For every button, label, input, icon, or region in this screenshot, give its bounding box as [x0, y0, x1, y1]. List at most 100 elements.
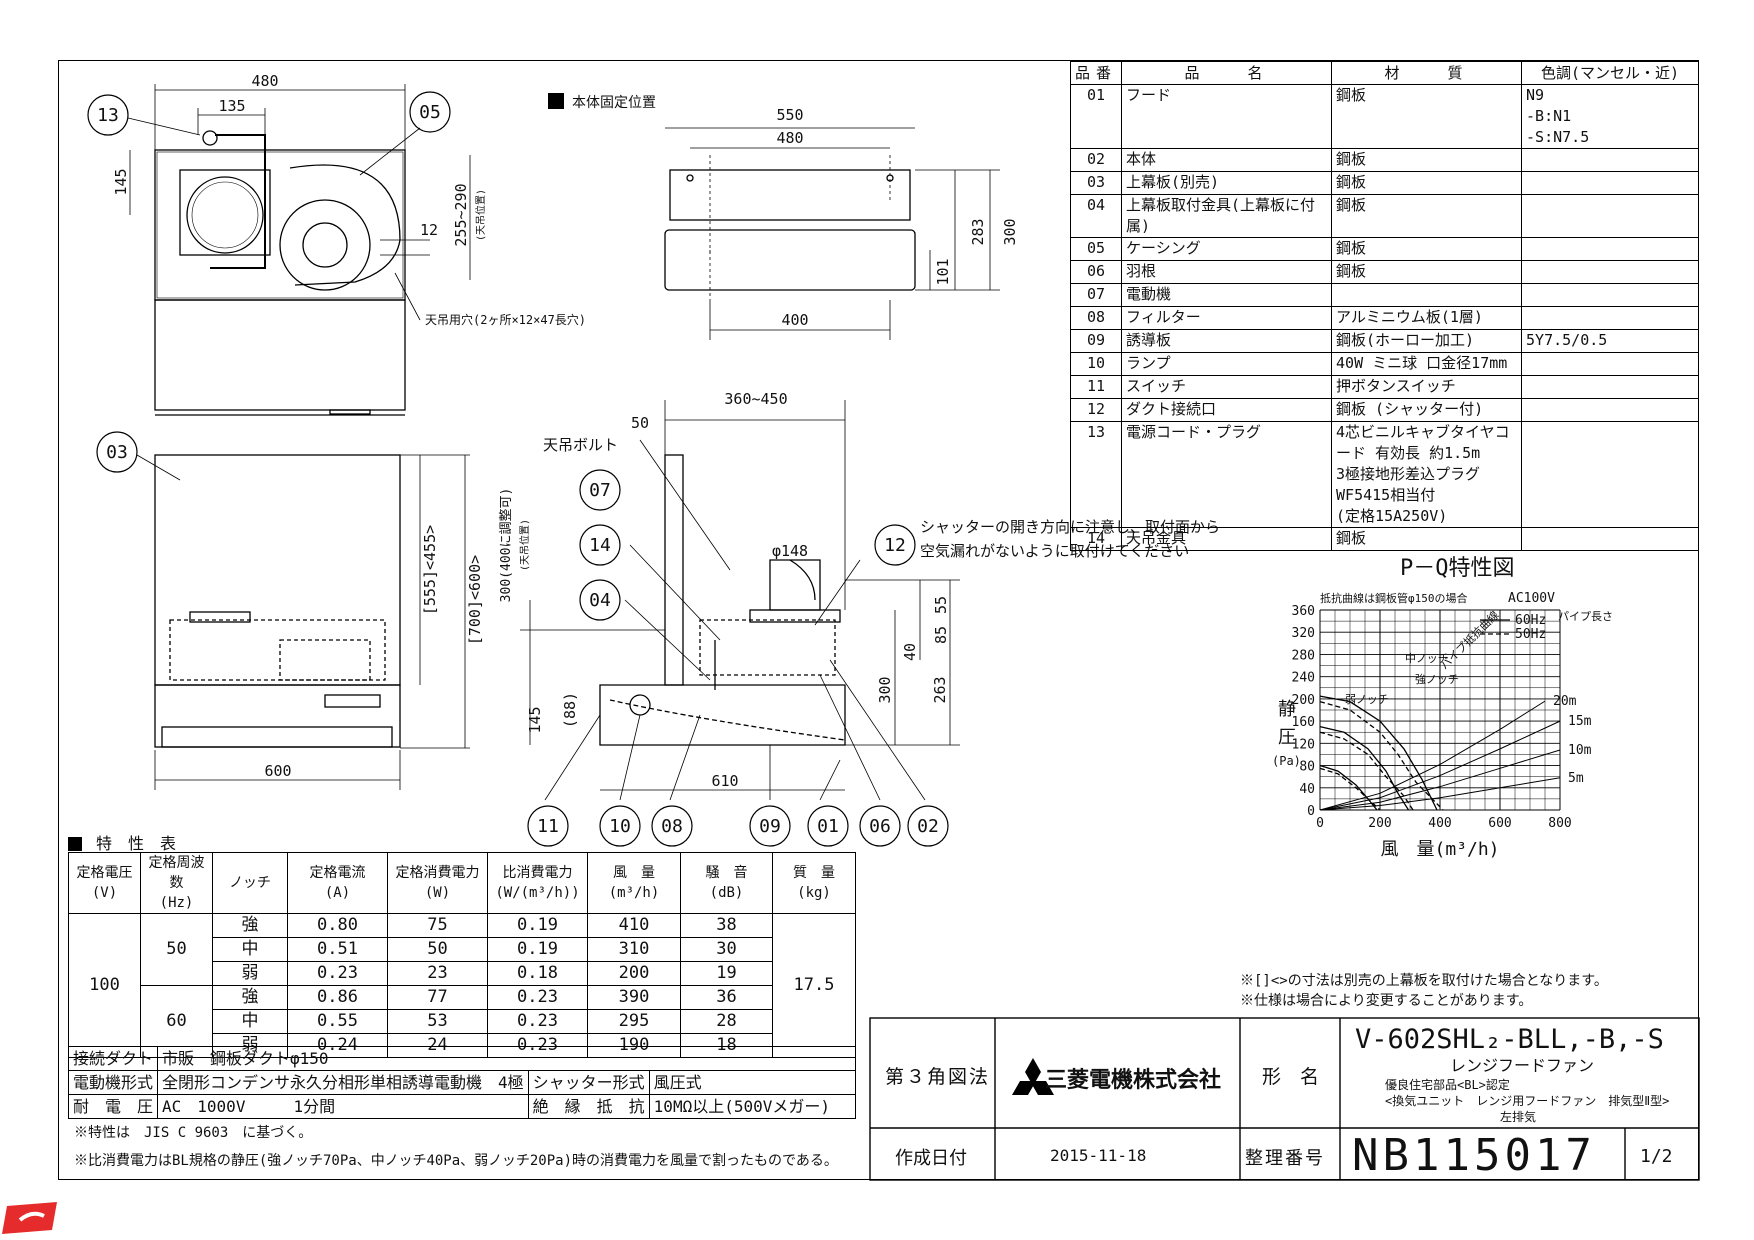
spec-title-wrap: 特 性 表 [68, 830, 176, 854]
parts-color [1521, 237, 1699, 261]
y-tick-label: 160 [1292, 715, 1315, 730]
callout-05: 05 [419, 102, 441, 123]
callout-10: 10 [609, 816, 631, 837]
parts-material: アルミニウム板(1層) [1331, 306, 1523, 330]
dim-135: 135 [218, 97, 245, 115]
bl-line-1: 優良住宅部品<BL>認定 [1385, 1078, 1510, 1092]
spec-cell: 23 [387, 961, 488, 986]
withstand-label: 耐 電 圧 [67, 1094, 159, 1119]
parts-material: 鋼板(ホーロー加工) [1331, 329, 1523, 353]
date-value: 2015-11-18 [1050, 1146, 1147, 1165]
duct-label: 接続ダクト [67, 1046, 159, 1071]
pq-curve [1319, 695, 1438, 811]
parts-no: 12 [1069, 398, 1123, 422]
pipe-length-label: 15m [1568, 714, 1592, 729]
parts-color [1521, 306, 1699, 330]
dim-600: 600 [264, 762, 291, 780]
x-tick-label: 800 [1548, 816, 1571, 831]
spec-cell: 75 [387, 913, 488, 938]
spec-cell: 77 [387, 985, 488, 1010]
spec-cell: 0.23 [487, 1009, 588, 1034]
spec-cell: 0.86 [287, 985, 388, 1010]
dim-145-b: 145 [526, 706, 544, 733]
spec-voltage: 100 [68, 913, 141, 1058]
model-label: 形 名 [1262, 1066, 1320, 1088]
dim-550: 550 [776, 106, 803, 124]
pq-curve [1319, 731, 1414, 811]
parts-header-name: 品 名 [1121, 61, 1333, 85]
parts-color [1521, 527, 1699, 551]
voltage-row: 耐 電 圧 AC 1000V 1分間 絶 縁 抵 抗 10MΩ以上(500Vメガ… [67, 1094, 857, 1119]
parts-color [1521, 171, 1699, 195]
duct-value: 市販 鋼板ダクトφ150 [157, 1046, 856, 1071]
parts-material: 鋼板 [1331, 527, 1523, 551]
spec-cell: 0.23 [287, 961, 388, 986]
spec-header-cell: 定格消費電力 (W) [387, 852, 488, 914]
dim-88: (88) [561, 692, 579, 728]
parts-material: 鋼板 [1331, 260, 1523, 284]
bl-line-2: <換気ユニット レンジ用フードファン 排気型Ⅱ型> [1385, 1094, 1670, 1108]
chart-annotation: 中ノッチ [1405, 652, 1449, 665]
dim-480: 480 [251, 72, 278, 90]
parts-material: 押ボタンスイッチ [1331, 375, 1523, 399]
dim-480-b: 480 [776, 129, 803, 147]
spec-cell: 0.80 [287, 913, 388, 938]
dim-85: 85 [932, 626, 950, 644]
parts-header-material: 材 質 [1331, 61, 1523, 85]
dim-700-600: [700]<600> [466, 555, 484, 645]
parts-color: 5Y7.5/0.5 [1521, 329, 1699, 353]
parts-name: ランプ [1121, 352, 1333, 376]
callout-11: 11 [537, 816, 559, 837]
parts-no: 06 [1069, 260, 1123, 284]
spec-mass: 17.5 [772, 913, 856, 1058]
callout-01: 01 [817, 816, 839, 837]
dim-50: 50 [631, 414, 649, 432]
chart-subtitle: 抵抗曲線は鋼板管φ150の場合 [1320, 591, 1468, 605]
parts-name: 上幕板取付金具(上幕板に付属) [1121, 194, 1333, 238]
dim-283: 283 [969, 218, 987, 245]
spec-note-1: ※特性は JIS C 9603 に基づく。 [74, 1125, 313, 1141]
parts-material: 鋼板 (シャッター付) [1331, 398, 1523, 422]
parts-material: 鋼板 [1331, 237, 1523, 261]
spec-header-cell: ノッチ [212, 852, 288, 914]
product-name: レンジフードファン [1450, 1056, 1595, 1075]
parts-color [1521, 260, 1699, 284]
fix-position-marker [548, 93, 564, 109]
spec-cell: 50 [387, 937, 488, 962]
parts-material: 鋼板 [1331, 148, 1523, 172]
pipe-length-label: 10m [1568, 743, 1592, 758]
parts-no: 08 [1069, 306, 1123, 330]
withstand-value: AC 1000V 1分間 [157, 1094, 529, 1119]
dim-phi148: φ148 [772, 542, 808, 560]
dim-255-290: 255~290 [452, 183, 470, 246]
parts-no: 01 [1069, 84, 1123, 149]
chart-annotation: パイプ抵抗曲線 [1437, 608, 1501, 672]
spec-cell: 410 [587, 913, 681, 938]
parts-name: ダクト接続口 [1121, 398, 1333, 422]
y-tick-label: 320 [1292, 626, 1315, 641]
spec-header-cell: 比消費電力 (W/(m³/h)) [487, 852, 588, 914]
parts-name: 上幕板(別売) [1121, 171, 1333, 195]
parts-no: 07 [1069, 283, 1123, 307]
spec-cell: 200 [587, 961, 681, 986]
chart-voltage: AC100V [1508, 591, 1555, 606]
parts-name: 羽根 [1121, 260, 1333, 284]
spec-header-cell: 騒 音 (dB) [680, 852, 773, 914]
dim-610: 610 [711, 772, 738, 790]
y-tick-label: 40 [1299, 782, 1315, 797]
parts-no: 05 [1069, 237, 1123, 261]
legend-label: 60Hz [1515, 613, 1546, 628]
y-tick-label: 80 [1299, 760, 1315, 775]
spec-header-row: 定格電圧 (V)定格周波数 (Hz)ノッチ定格電流 (A)定格消費電力 (W)比… [68, 852, 856, 914]
parts-color [1521, 375, 1699, 399]
parts-no: 10 [1069, 352, 1123, 376]
spec-note-2: ※比消費電力はBL規格の静圧(強ノッチ70Pa、中ノッチ40Pa、弱ノッチ20P… [74, 1153, 838, 1169]
parts-color: N9 -B:N1 -S:N7.5 [1521, 84, 1699, 149]
dim-note-hang-b: (天吊位置) [518, 519, 531, 571]
spec-header-cell: 質 量 (kg) [772, 852, 856, 914]
